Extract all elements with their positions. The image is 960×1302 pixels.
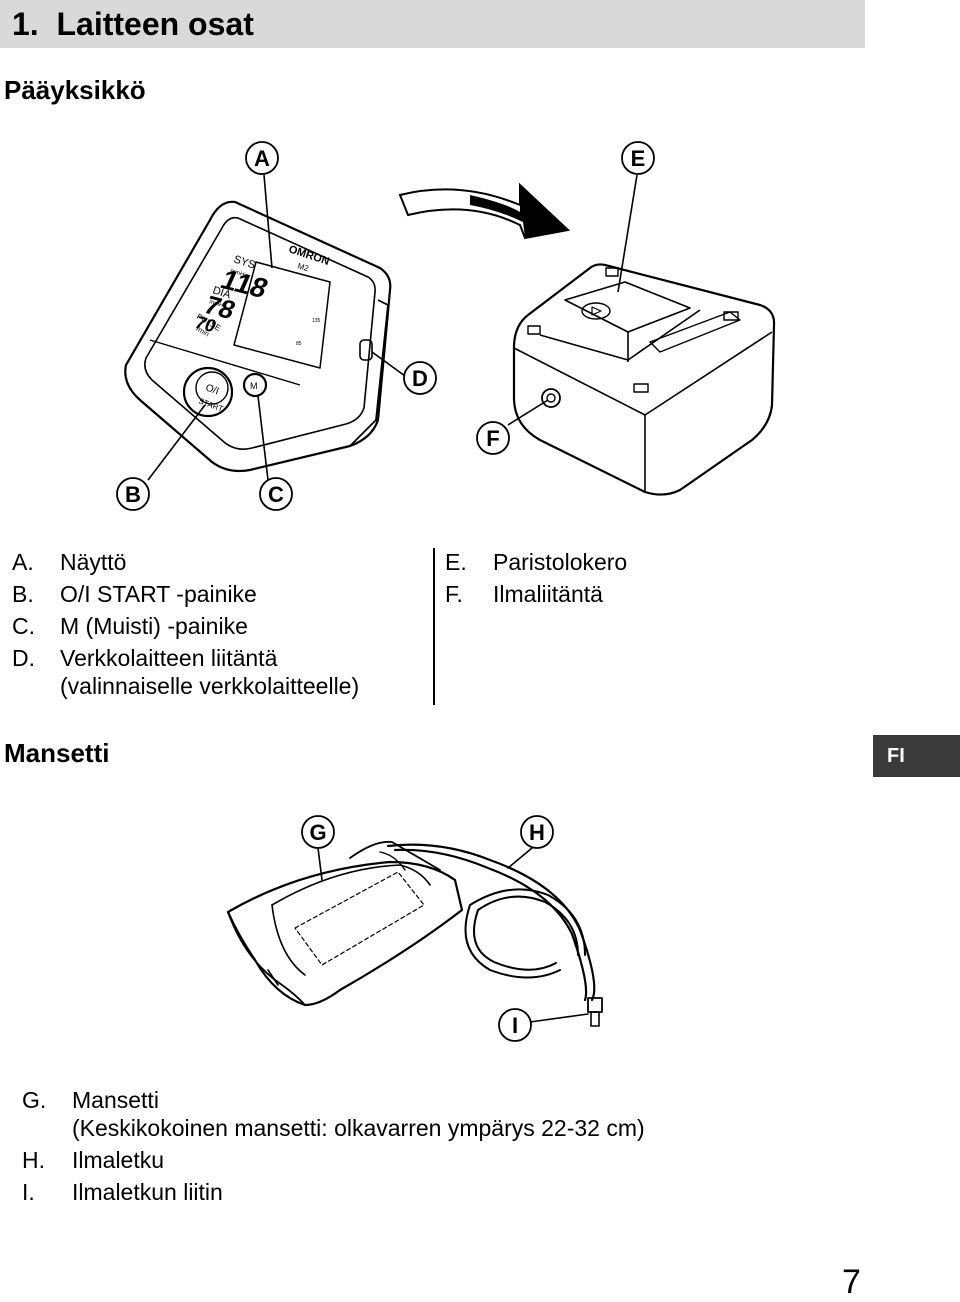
sys-unit-label: mmHg: [229, 268, 248, 279]
tube-connector: [587, 997, 603, 1013]
callout-c: C: [268, 482, 284, 507]
callout-b: B: [125, 482, 141, 507]
legend-key: G.: [22, 1087, 47, 1113]
scale-low-label: 85: [296, 341, 302, 347]
legend-item: (valinnaiselle verkkolaitteelle): [12, 672, 359, 700]
legend-text: M (Muisti) -painike: [60, 613, 248, 639]
legend-key: [12, 672, 60, 700]
legend-item: G. Mansetti: [22, 1084, 645, 1116]
battery-cover: [564, 281, 691, 333]
legend-key: F.: [445, 581, 463, 607]
legend-key: E.: [445, 549, 467, 575]
device-panel: [144, 216, 376, 450]
device-back-body: [512, 263, 776, 496]
power-button-label: O/I: [204, 382, 220, 397]
legend-text: Paristolokero: [493, 549, 628, 575]
section-number: 1.: [12, 6, 39, 42]
legend-key: D.: [12, 645, 35, 671]
callout-a: A: [254, 146, 270, 171]
callout-h: H: [529, 820, 545, 845]
legend-text: (valinnaiselle verkkolaitteelle): [60, 673, 360, 699]
display-window: [233, 261, 331, 369]
legend-text: Näyttö: [60, 549, 127, 575]
air-jack: [541, 388, 561, 408]
legend-item: H. Ilmaletku: [22, 1144, 645, 1176]
legend-key: [22, 1112, 72, 1144]
callout-d: D: [412, 366, 428, 391]
memory-button: [242, 372, 268, 398]
section-title-text: Laitteen osat: [56, 6, 254, 42]
section-title: 1. Laitteen osat: [12, 4, 254, 44]
callout-f: F: [486, 426, 499, 451]
callout-g: G: [309, 820, 326, 845]
legend-text: Ilmaliitäntä: [493, 581, 603, 607]
legend-text: O/I START -painike: [60, 581, 257, 607]
page-number: 7: [842, 1263, 861, 1301]
legend-item: A. Näyttö: [12, 546, 359, 578]
legend-text: Ilmaletku: [72, 1147, 165, 1173]
air-tube: [386, 843, 596, 1002]
scale-high-label: 135: [312, 318, 321, 324]
dia-unit-label: mmHg: [208, 299, 227, 310]
legend-key: H.: [22, 1147, 45, 1173]
device-side-band: [349, 299, 389, 447]
cuff-index-marker: [294, 871, 425, 966]
legend-key: I.: [22, 1179, 35, 1205]
main-unit-heading: Pääyksikkö: [4, 75, 146, 105]
device-front-body: [124, 200, 392, 473]
legend-key: B.: [12, 581, 34, 607]
cuff-illustration: G H I: [226, 815, 603, 1042]
section-header-bar: [0, 0, 865, 48]
legend-divider: [433, 548, 435, 705]
power-start-button: [182, 366, 234, 418]
callout-e: E: [631, 146, 646, 171]
language-tab: FI: [873, 735, 960, 777]
legend-item: D. Verkkolaitteen liitäntä: [12, 645, 359, 672]
memory-button-label: M: [250, 381, 258, 391]
legend-item: F. Ilmaliitäntä: [445, 578, 627, 610]
model-label: M2: [296, 261, 310, 273]
legend-item: I. Ilmaletkun liitin: [22, 1176, 645, 1208]
legend-text: (Keskikokoinen mansetti: olkavarren ympä…: [72, 1115, 645, 1141]
cuff-legend: G. Mansetti (Keskikokoinen mansetti: olka…: [22, 1084, 645, 1208]
legend-text: Mansetti: [72, 1087, 159, 1113]
main-unit-illustration: OMRON M2 SYS mmHg DIA mmHg PULSE /min 11…: [116, 141, 776, 511]
legend-item: (Keskikokoinen mansetti: olkavarren ympä…: [22, 1112, 645, 1144]
dia-label: DIA: [211, 284, 233, 301]
pulse-reading: 70: [192, 313, 220, 336]
legend-item: E. Paristolokero: [445, 546, 627, 578]
legend-key: A.: [12, 549, 34, 575]
callout-i: I: [512, 1013, 518, 1038]
cuff-heading: Mansetti: [4, 738, 110, 768]
main-unit-legend-left: A. Näyttö B. O/I START -painike C. M (Muist…: [12, 546, 359, 700]
legend-item: B. O/I START -painike: [12, 578, 359, 610]
legend-key: C.: [12, 613, 35, 639]
legend-item: C. M (Muisti) -painike: [12, 610, 359, 642]
main-unit-legend-right: E. Paristolokero F. Ilmaliitäntä: [445, 546, 627, 610]
legend-text: Verkkolaitteen liitäntä: [60, 645, 278, 671]
cuff-body: [226, 860, 464, 1007]
legend-text: Ilmaletkun liitin: [72, 1179, 223, 1205]
